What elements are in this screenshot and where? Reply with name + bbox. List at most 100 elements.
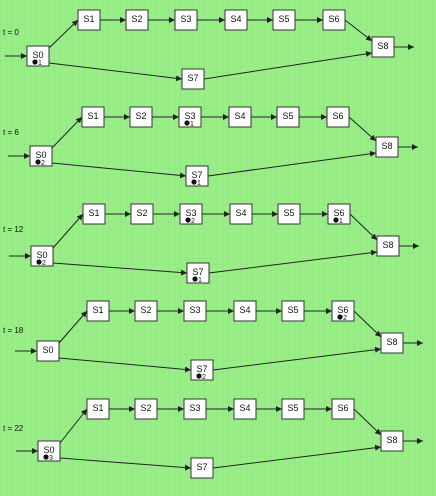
stage-node-s1: S1 bbox=[82, 203, 106, 225]
token-marker: 3 bbox=[43, 454, 53, 462]
node-box bbox=[277, 203, 301, 225]
flow-arrow bbox=[207, 150, 377, 177]
token-marker: 1 bbox=[191, 179, 201, 187]
stage-node-s0: S0 bbox=[36, 340, 60, 362]
flow-arrow bbox=[51, 116, 83, 149]
node-box bbox=[371, 36, 395, 58]
node-label: S2 bbox=[136, 208, 147, 218]
token-marker: 1 bbox=[32, 59, 42, 67]
flow-arrow bbox=[48, 62, 183, 82]
stage-node-s1: S1 bbox=[86, 300, 110, 322]
node-box bbox=[228, 106, 252, 128]
node-label: S1 bbox=[92, 305, 103, 315]
stage-node-s6: S6 bbox=[326, 106, 350, 128]
token-marker: 2 bbox=[35, 159, 45, 167]
token-marker: 1 bbox=[192, 276, 202, 284]
stage-node-s4: S4 bbox=[224, 9, 248, 31]
token-label: 2 bbox=[42, 260, 46, 267]
flow-arrow bbox=[59, 457, 192, 471]
token-label: 1 bbox=[339, 218, 343, 225]
stage-node-s4: S4 bbox=[228, 106, 252, 128]
node-box bbox=[233, 300, 257, 322]
stage-node-s0: S0 bbox=[37, 440, 61, 462]
token-dot bbox=[43, 454, 49, 460]
node-box bbox=[30, 245, 54, 267]
node-label: S6 bbox=[332, 111, 343, 121]
token-dot bbox=[185, 217, 191, 223]
stage-node-s8: S8 bbox=[371, 36, 395, 58]
flow-arrow bbox=[59, 408, 88, 444]
node-label: S2 bbox=[135, 111, 146, 121]
node-box bbox=[129, 106, 153, 128]
flow-arrow bbox=[348, 116, 377, 142]
token-dot bbox=[184, 120, 190, 126]
flow-arrow bbox=[52, 213, 84, 249]
node-box bbox=[281, 398, 305, 420]
stage-node-s4: S4 bbox=[233, 300, 257, 322]
node-label: S1 bbox=[88, 208, 99, 218]
stage-node-s8: S8 bbox=[380, 332, 404, 354]
token-dot bbox=[32, 59, 38, 65]
stage-node-s5: S5 bbox=[281, 300, 305, 322]
node-label: S3 bbox=[185, 208, 196, 218]
stage-node-s6: S6 bbox=[327, 203, 351, 225]
node-box bbox=[233, 398, 257, 420]
stage-node-s5: S5 bbox=[281, 398, 305, 420]
token-dot bbox=[196, 373, 202, 379]
node-label: S2 bbox=[131, 14, 142, 24]
node-label: S0 bbox=[32, 50, 43, 60]
node-box bbox=[190, 359, 214, 381]
node-label: S3 bbox=[184, 111, 195, 121]
node-box bbox=[181, 68, 205, 90]
flow-arrow bbox=[208, 249, 378, 274]
stage-node-s6: S6 bbox=[331, 398, 355, 420]
token-label: 1 bbox=[197, 180, 201, 187]
node-label: S7 bbox=[192, 267, 203, 277]
flow-arrow bbox=[353, 310, 382, 338]
flow-arrow bbox=[203, 50, 373, 80]
node-box bbox=[37, 440, 61, 462]
token-marker: 1 bbox=[333, 217, 343, 225]
node-label: S8 bbox=[386, 435, 397, 445]
node-box bbox=[178, 106, 202, 128]
stage-node-s2: S2 bbox=[125, 9, 149, 31]
token-dot bbox=[35, 159, 41, 165]
node-box bbox=[26, 45, 50, 67]
stage-node-s3: S3 bbox=[178, 106, 202, 128]
stage-node-s3: S3 bbox=[179, 203, 203, 225]
node-label: S4 bbox=[239, 403, 250, 413]
token-label: 3 bbox=[49, 455, 53, 462]
node-label: S5 bbox=[287, 403, 298, 413]
stage-node-s1: S1 bbox=[81, 106, 105, 128]
time-label: t = 12 bbox=[3, 225, 24, 234]
stage-node-s8: S8 bbox=[380, 430, 404, 452]
node-label: S3 bbox=[189, 305, 200, 315]
node-label: S6 bbox=[337, 305, 348, 315]
node-label: S1 bbox=[92, 403, 103, 413]
stage-node-s4: S4 bbox=[233, 398, 257, 420]
node-box bbox=[322, 9, 346, 31]
node-box bbox=[224, 9, 248, 31]
node-label: S4 bbox=[230, 14, 241, 24]
node-box bbox=[229, 203, 253, 225]
node-box bbox=[375, 136, 399, 158]
node-label: S7 bbox=[196, 462, 207, 472]
stage-node-s0: S0 bbox=[30, 245, 54, 267]
token-dot bbox=[36, 259, 42, 265]
token-label: 2 bbox=[202, 374, 206, 381]
node-box bbox=[276, 106, 300, 128]
node-box bbox=[272, 9, 296, 31]
token-label: 2 bbox=[41, 160, 45, 167]
node-label: S6 bbox=[337, 403, 348, 413]
node-label: S5 bbox=[282, 111, 293, 121]
node-label: S6 bbox=[333, 208, 344, 218]
node-box bbox=[376, 235, 400, 257]
node-box bbox=[29, 145, 53, 167]
token-marker: 2 bbox=[196, 373, 206, 381]
node-box bbox=[134, 300, 158, 322]
node-box bbox=[77, 9, 101, 31]
